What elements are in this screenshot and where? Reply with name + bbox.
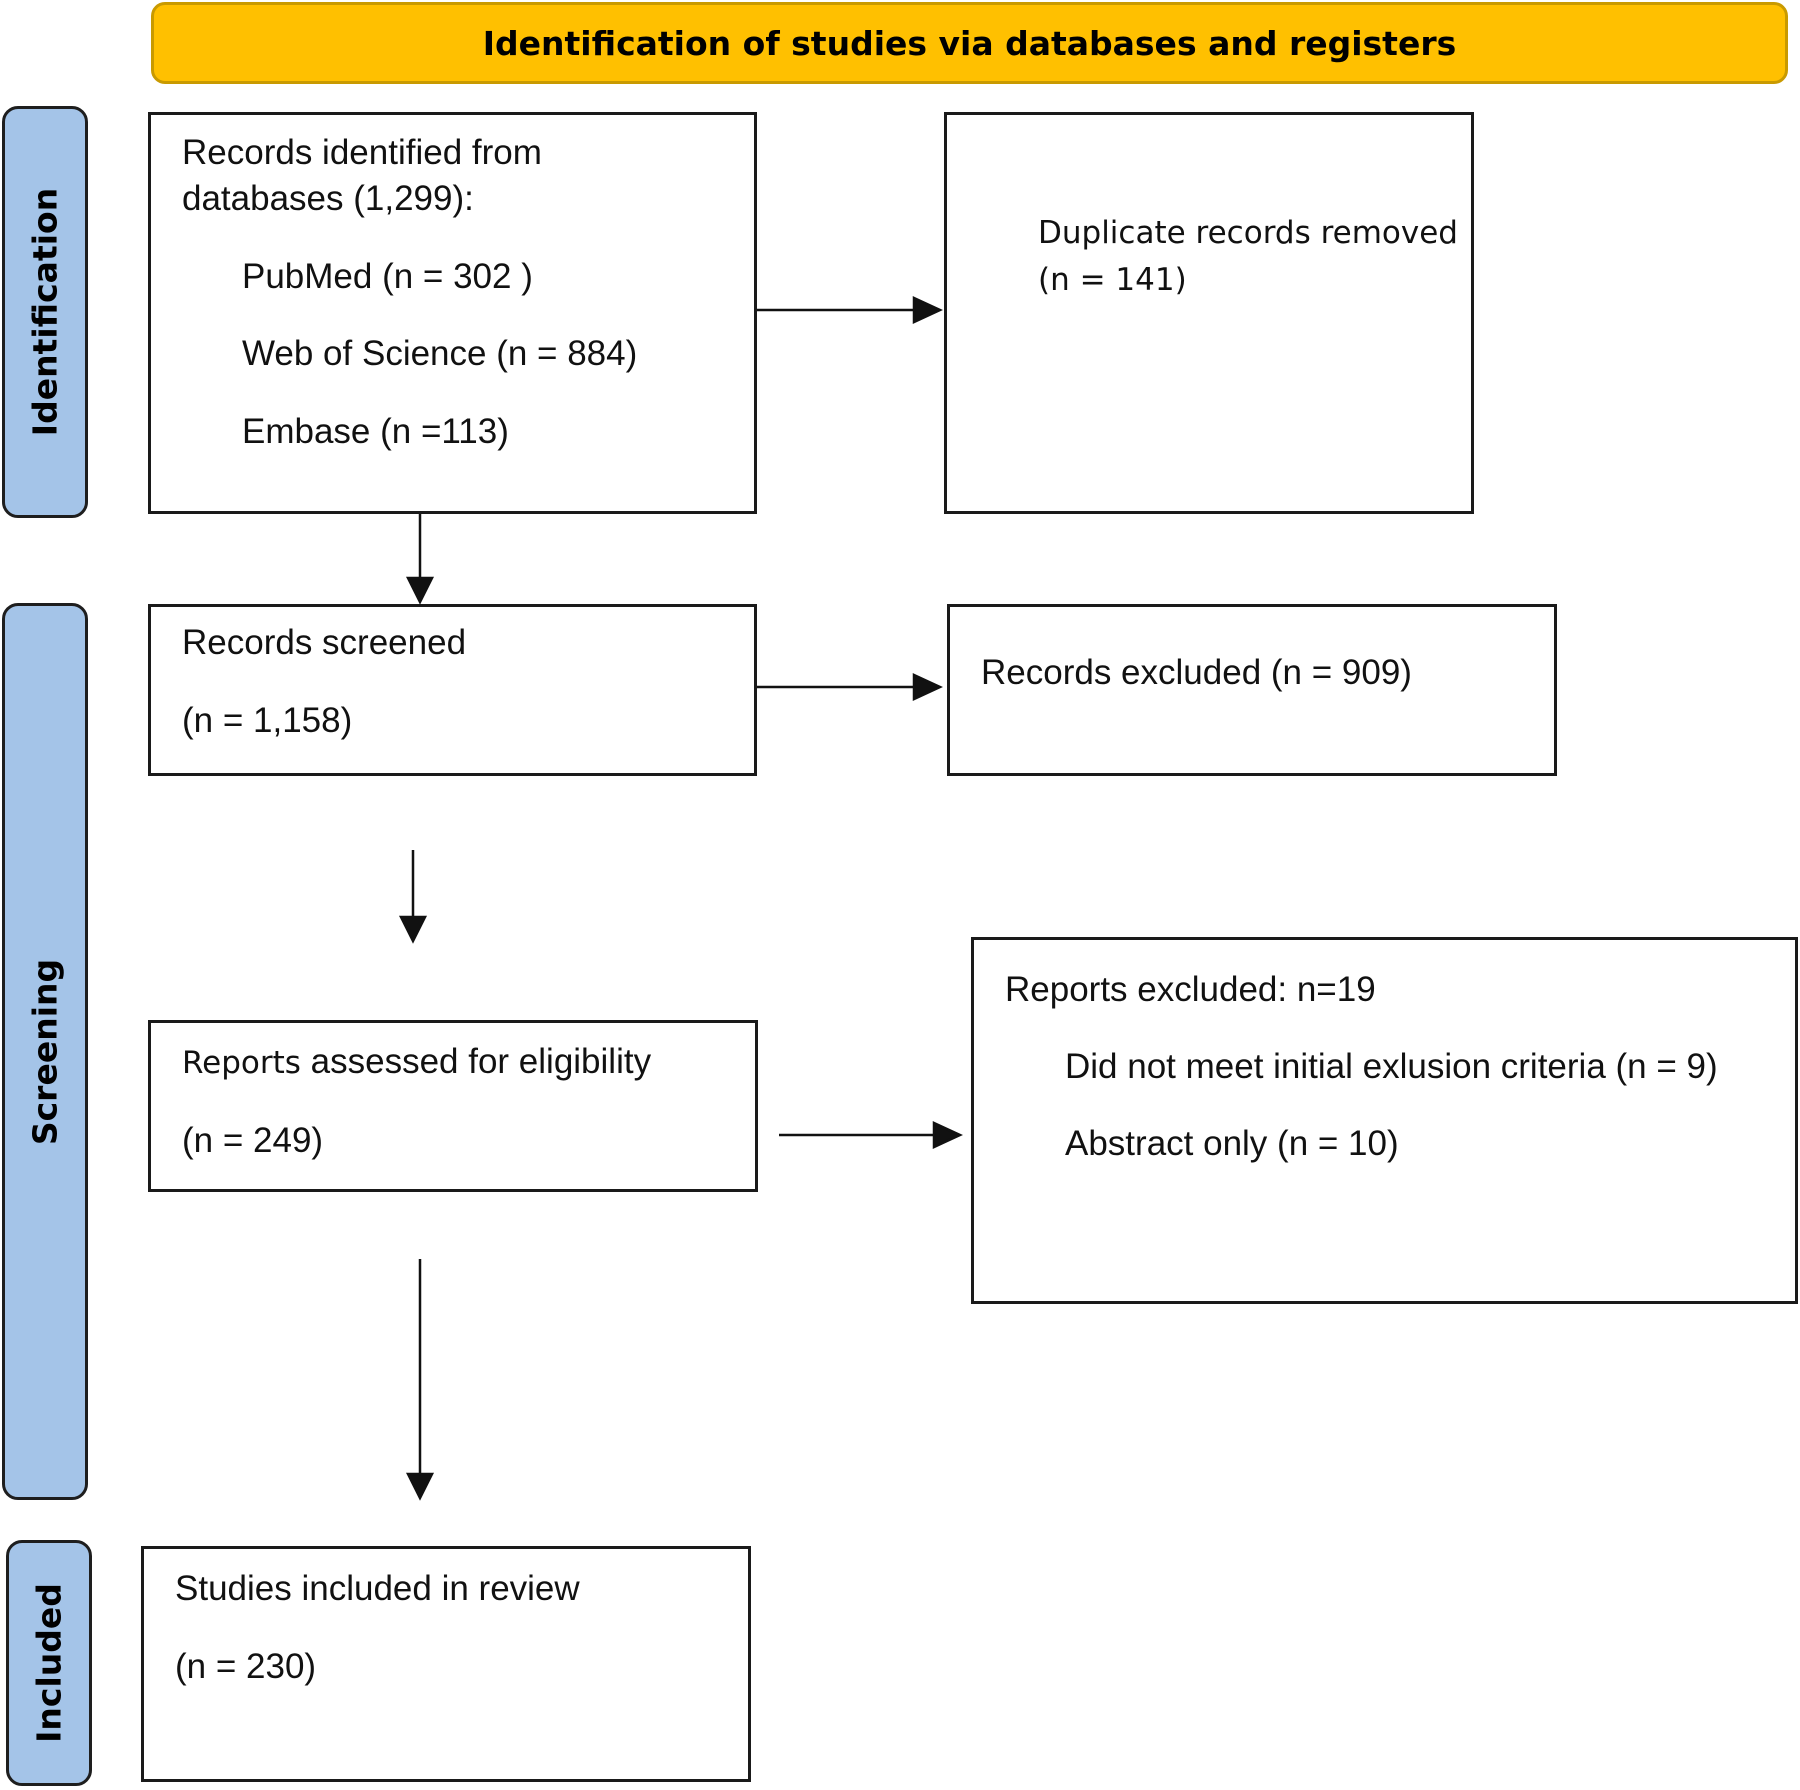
phase-identification: Identification: [2, 106, 88, 518]
records-identified-line1: Records identified from: [182, 133, 542, 172]
header-title: Identification of studies via databases …: [482, 23, 1457, 63]
records-screened-line1: Records screened: [182, 623, 467, 662]
studies-included-box: Studies included in review (n = 230): [141, 1546, 751, 1782]
reports-assessed-rest: assessed for eligibility: [300, 1042, 652, 1081]
reports-assessed-box: Reports assessed for eligibility (n = 24…: [148, 1020, 758, 1192]
header-banner: Identification of studies via databases …: [151, 2, 1788, 84]
records-excluded-line1: Records excluded (n = 909): [981, 653, 1412, 692]
reports-excluded-reason-2: Abstract only (n = 10): [1065, 1124, 1399, 1163]
studies-included-line1: Studies included in review: [175, 1569, 580, 1608]
reports-assessed-line2: (n = 249): [182, 1121, 324, 1160]
records-screened-line2: (n = 1,158): [182, 701, 353, 740]
duplicates-removed-line1: Duplicate records removed: [1038, 215, 1458, 251]
source-web-of-science: Web of Science (n = 884): [242, 334, 638, 373]
duplicates-removed-line2: (n = 141): [1038, 262, 1187, 298]
phase-screening: Screening: [2, 603, 88, 1500]
records-screened-box: Records screened (n = 1,158): [148, 604, 757, 776]
phase-included: Included: [6, 1540, 92, 1786]
duplicates-removed-box: Duplicate records removed (n = 141): [944, 112, 1474, 514]
records-identified-box: Records identified from databases (1,299…: [148, 112, 757, 514]
reports-excluded-reason-1: Did not meet initial exlusion criteria (…: [1065, 1047, 1718, 1086]
studies-included-line2: (n = 230): [175, 1647, 317, 1686]
records-excluded-box: Records excluded (n = 909): [947, 604, 1557, 776]
source-pubmed: PubMed (n = 302 ): [242, 257, 533, 296]
reports-assessed-prefix: Reports: [182, 1045, 301, 1081]
reports-assessed-line1: Reports assessed for eligibility: [182, 1041, 651, 1084]
source-embase: Embase (n =113): [242, 412, 509, 451]
reports-excluded-box: Reports excluded: n=19 Did not meet init…: [971, 937, 1798, 1304]
reports-excluded-line1: Reports excluded: n=19: [1005, 970, 1376, 1009]
records-identified-line2: databases (1,299):: [182, 179, 474, 218]
